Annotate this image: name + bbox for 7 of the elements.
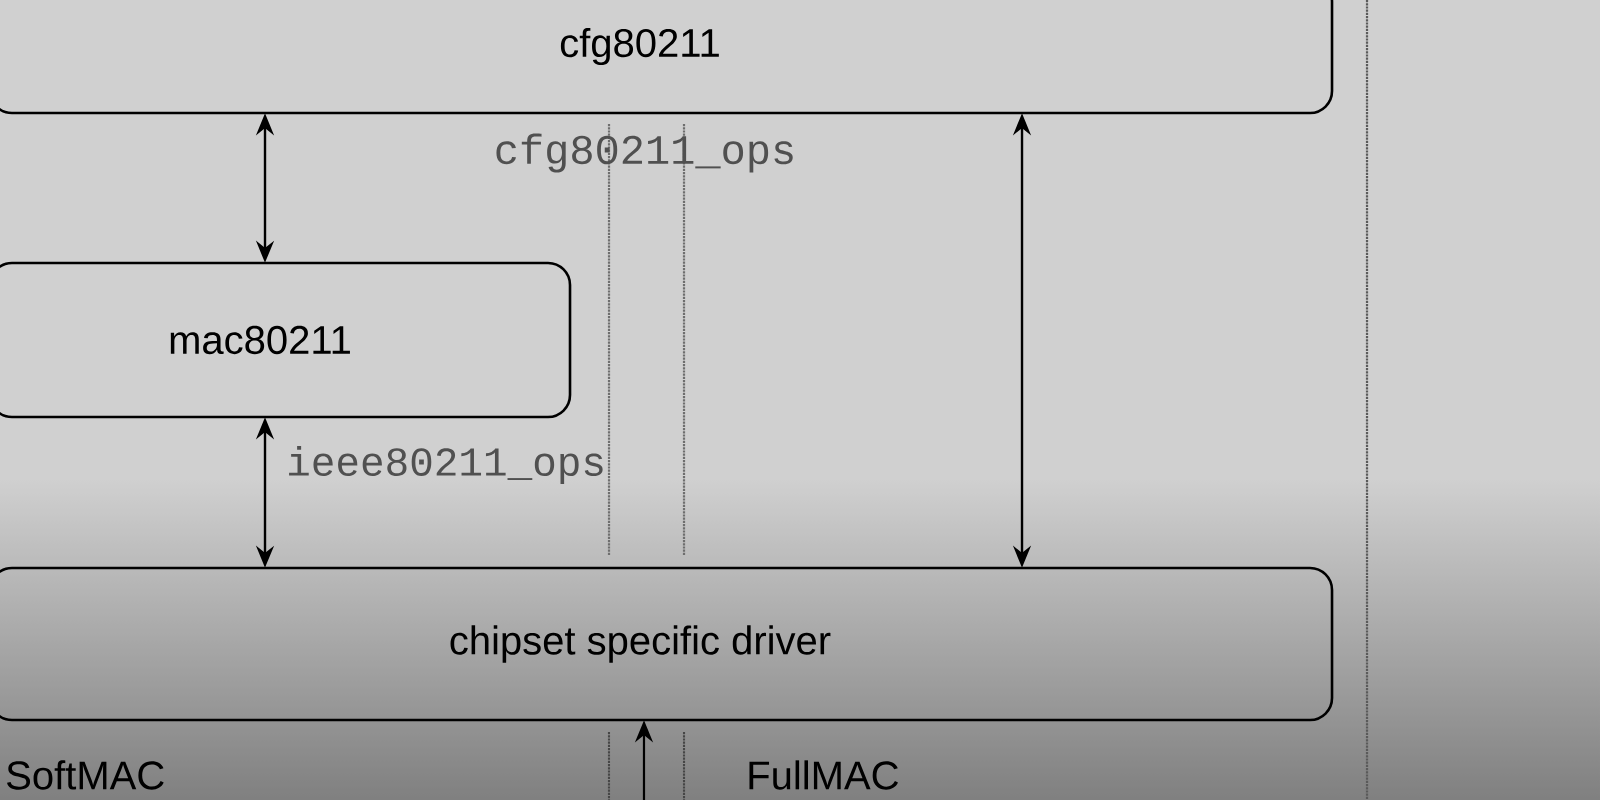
edge-label: ieee80211_ops <box>289 445 603 485</box>
rounded-box: chipset specific driver <box>0 566 1334 722</box>
mode-label: SoftMAC <box>7 760 164 790</box>
mode-label: FullMAC <box>749 760 898 790</box>
rounded-box: mac80211 <box>0 261 572 419</box>
rounded-box: cfg80211 <box>0 0 1334 115</box>
interface-label: cfg80211_ops <box>496 133 793 173</box>
